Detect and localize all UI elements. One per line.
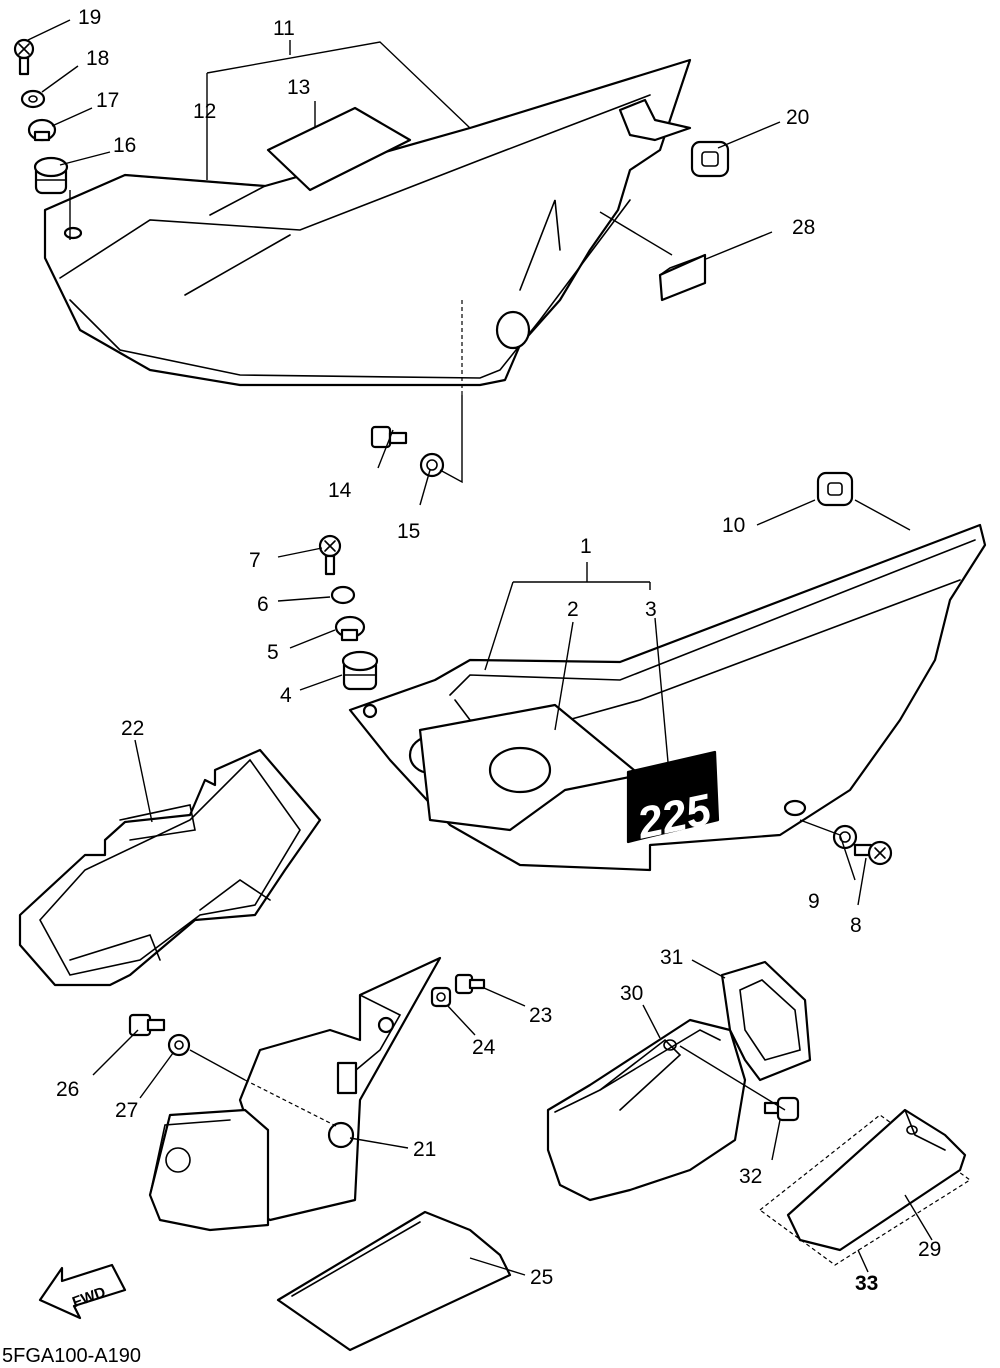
callout-4: 4 bbox=[280, 684, 292, 707]
callout-24: 24 bbox=[472, 1036, 496, 1059]
callout-26: 26 bbox=[56, 1078, 79, 1101]
callout-31: 31 bbox=[660, 946, 683, 969]
bracket-21[interactable] bbox=[238, 956, 442, 1222]
callout-17: 17 bbox=[96, 89, 119, 112]
bolt-14[interactable] bbox=[370, 425, 408, 449]
callout-11: 11 bbox=[273, 17, 295, 40]
fwd-arrow-icon: FWD bbox=[38, 1263, 127, 1320]
callout-27: 27 bbox=[115, 1099, 138, 1122]
callout-30: 30 bbox=[620, 982, 643, 1005]
upper-side-cover[interactable] bbox=[43, 58, 692, 387]
callout-8: 8 bbox=[850, 914, 862, 937]
mat-25[interactable] bbox=[276, 1210, 512, 1352]
callout-29: 29 bbox=[918, 1238, 941, 1261]
screw-8[interactable] bbox=[853, 840, 893, 866]
callout-33: 33 bbox=[855, 1272, 878, 1295]
lower-side-cover[interactable]: 225 bbox=[348, 523, 987, 872]
collar-15[interactable] bbox=[419, 452, 445, 478]
bolt-26[interactable] bbox=[128, 1013, 166, 1037]
callout-22: 22 bbox=[121, 717, 144, 740]
callout-25: 25 bbox=[530, 1266, 553, 1289]
pad-28[interactable] bbox=[658, 253, 707, 302]
nut-24[interactable] bbox=[430, 986, 452, 1008]
callout-16: 16 bbox=[113, 134, 136, 157]
bolt-32[interactable] bbox=[763, 1096, 800, 1122]
upper-cover-label-13 bbox=[266, 106, 412, 192]
washer-18[interactable] bbox=[20, 89, 46, 109]
callout-6: 6 bbox=[257, 593, 269, 616]
washer-27[interactable] bbox=[167, 1033, 191, 1057]
callout-20: 20 bbox=[786, 106, 809, 129]
tool-kit-29[interactable] bbox=[786, 1108, 967, 1252]
screw-7[interactable] bbox=[318, 534, 342, 576]
callout-28: 28 bbox=[792, 216, 815, 239]
collar-9[interactable] bbox=[832, 824, 858, 850]
emblem-3 bbox=[626, 750, 720, 844]
battery-box-22[interactable] bbox=[18, 748, 322, 987]
relay-box[interactable] bbox=[148, 1108, 270, 1232]
callout-labels: 19 18 17 16 11 12 13 20 28 14 15 10 1 2 … bbox=[56, 6, 941, 1295]
callout-7: 7 bbox=[249, 549, 261, 572]
grommet-20[interactable] bbox=[690, 140, 730, 178]
cover-pin bbox=[618, 98, 692, 142]
callout-1: 1 bbox=[580, 535, 592, 558]
washer-6[interactable] bbox=[330, 585, 356, 605]
grommet-10[interactable] bbox=[816, 471, 854, 507]
callout-23: 23 bbox=[529, 1004, 552, 1027]
leader-lines bbox=[27, 19, 933, 1276]
callout-9: 9 bbox=[808, 890, 820, 913]
screw-19[interactable] bbox=[13, 38, 35, 76]
callout-14: 14 bbox=[328, 479, 352, 502]
tool-case-30[interactable] bbox=[546, 1018, 747, 1202]
damper-4[interactable] bbox=[341, 650, 379, 691]
callout-2: 2 bbox=[567, 598, 579, 621]
callout-3: 3 bbox=[645, 598, 657, 621]
callout-32: 32 bbox=[739, 1165, 762, 1188]
callout-15: 15 bbox=[397, 520, 420, 543]
bolt-23[interactable] bbox=[454, 973, 486, 995]
collar-5[interactable] bbox=[334, 615, 366, 642]
holder-31[interactable] bbox=[720, 960, 812, 1082]
callout-12: 12 bbox=[193, 100, 216, 123]
callout-13: 13 bbox=[287, 76, 310, 99]
callout-19: 19 bbox=[78, 6, 101, 29]
callout-5: 5 bbox=[267, 641, 279, 664]
collar-17[interactable] bbox=[27, 118, 57, 142]
callout-10: 10 bbox=[722, 514, 745, 537]
callout-21: 21 bbox=[413, 1138, 436, 1161]
callout-18: 18 bbox=[86, 47, 109, 70]
damper-16[interactable] bbox=[33, 156, 69, 195]
diagram-code: 5FGA100-A190 bbox=[2, 1345, 141, 1367]
